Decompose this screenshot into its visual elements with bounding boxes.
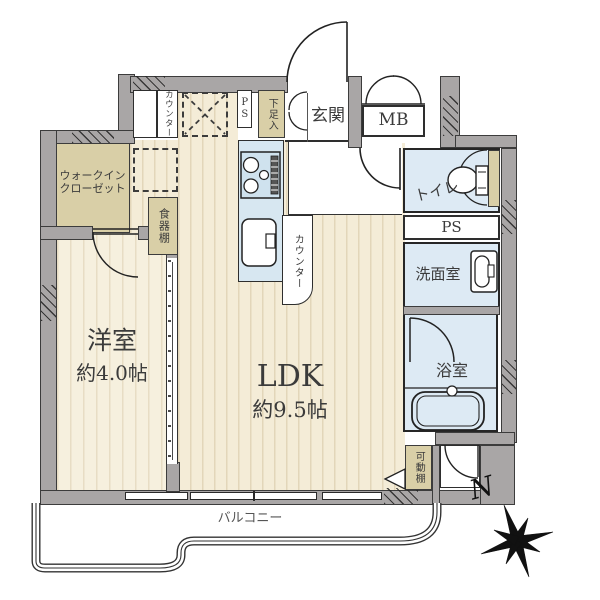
- toilet-shelf: [488, 150, 500, 207]
- shoe-box: [258, 90, 285, 138]
- pipe-space-box: [403, 215, 500, 240]
- wall-hatch-icon: [41, 285, 56, 321]
- wall-top-right: [455, 135, 517, 148]
- balcony-name: バルコニー: [217, 510, 283, 526]
- washroom-room: [403, 242, 500, 308]
- window-ldk-right: [322, 492, 382, 500]
- wall-nook-left-stub: [432, 445, 440, 505]
- sliding-door-partition: [166, 258, 178, 464]
- storage-nook: [440, 445, 480, 488]
- wall-hatch-icon: [384, 488, 418, 504]
- wall-entrance-right: [348, 76, 362, 148]
- sliding-door-track-line: [172, 262, 173, 460]
- toilet-room: [403, 148, 500, 213]
- wall-partition-bottom-stub: [166, 462, 180, 492]
- meter-box: [362, 105, 425, 137]
- bathroom-room: [403, 313, 498, 432]
- counter-top-label-box: [157, 90, 178, 138]
- counter-peninsula: [282, 215, 313, 305]
- entrance-step-line: [307, 93, 308, 142]
- cupboard-box: [148, 197, 178, 255]
- corridor-floor: [288, 142, 402, 215]
- kitchen-counter-area: [238, 140, 284, 282]
- wall-hatch-icon: [502, 360, 516, 394]
- wall-wic-bottom: [40, 226, 93, 240]
- dashed-storage-space: [133, 148, 178, 192]
- movable-shelf-box: [405, 445, 432, 490]
- balcony-railing: [31, 503, 442, 573]
- pipe-space-top-box: [237, 90, 252, 128]
- refrigerator-space: [182, 92, 228, 137]
- wall-hatch-icon: [502, 200, 516, 234]
- window-western-room: [125, 492, 188, 500]
- western-room-floor: [57, 233, 168, 490]
- sliding-door-ticks: [168, 260, 171, 460]
- entrance-door-icon: [286, 21, 348, 83]
- compass-rose-icon: [480, 504, 554, 578]
- counter-top-box: [133, 90, 157, 138]
- walk-in-closet-floor: [55, 142, 130, 233]
- wall-right: [501, 148, 517, 443]
- window-mullion: [253, 491, 255, 501]
- wall-bath-bottom: [435, 432, 515, 445]
- wall-hatch-icon: [72, 131, 114, 143]
- wall-hatch-icon: [443, 96, 458, 136]
- wall-wash-bath-divider: [403, 306, 500, 315]
- wall-corner-bottom-right: [480, 445, 515, 505]
- balcony-label: バルコニー: [203, 510, 297, 528]
- wall-hatch-icon: [133, 76, 165, 92]
